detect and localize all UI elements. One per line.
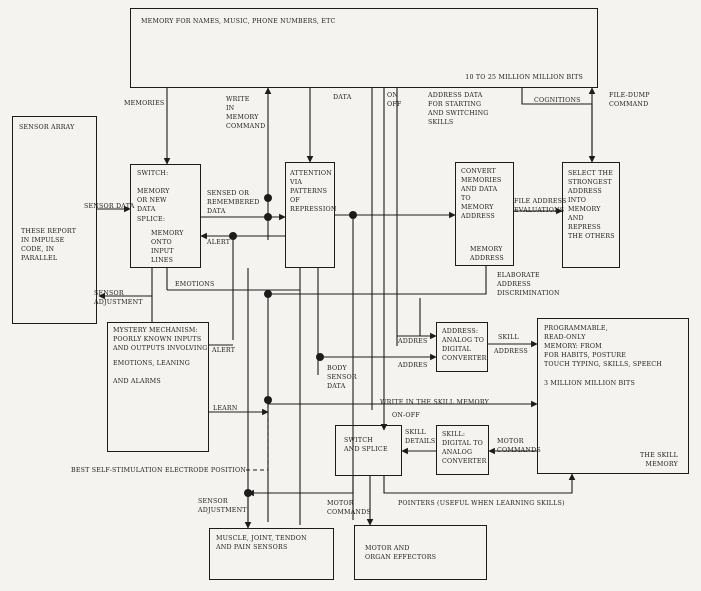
attention-block: ATTENTION VIA PATTERNS OF REPRESSION: [285, 162, 337, 268]
convert-top: CONVERT MEMORIES AND DATA TO MEMORY ADDR…: [461, 168, 502, 220]
label-addres-1: ADDRES: [398, 338, 428, 345]
switch-top: SWITCH: MEMORY OR NEW DATA: [137, 170, 170, 213]
label-sensor-adjustment-1: SENSOR ADJUSTMENT: [94, 290, 143, 306]
label-on-off-2: ON-OFF: [392, 412, 420, 419]
pointers-wire: [383, 473, 576, 494]
label-motor-commands-1: MOTOR COMMANDS: [497, 438, 541, 454]
memory-title: MEMORY FOR NAMES, MUSIC, PHONE NUMBERS, …: [141, 18, 336, 25]
label-skill-details: SKILL DETAILS: [405, 429, 436, 445]
label-on-off: ON OFF: [387, 92, 402, 108]
switch-splice: SPLICE:: [137, 216, 166, 223]
mystery-title: MYSTERY MECHANISM: POORLY KNOWN INPUTS A…: [113, 327, 208, 352]
skill-memory-block: PROGRAMMABLE, READ-ONLY MEMORY: FROM FOR…: [537, 318, 689, 474]
adc-text: ADDRESS: ANALOG TO DIGITAL CONVERTER: [442, 328, 487, 362]
label-addres-2: ADDRES: [398, 362, 428, 369]
label-file-dump: FILE-DUMP COMMAND: [609, 92, 650, 108]
label-electrode: BEST SELF-STIMULATION ELECTRODE POSITION: [71, 467, 247, 474]
convert-block: CONVERT MEMORIES AND DATA TO MEMORY ADDR…: [455, 162, 514, 266]
sensors-block: MUSCLE, JOINT, TENDON AND PAIN SENSORS: [209, 528, 334, 580]
attention-text: ATTENTION VIA PATTERNS OF REPRESSION: [290, 170, 337, 213]
switch-splice-text: SWITCH AND SPLICE: [344, 437, 388, 453]
dac-text: SKILL: DIGITAL TO ANALOG CONVERTER: [442, 431, 487, 465]
sensor-array-block: SENSOR ARRAY THESE REPORT IN IMPULSE COD…: [12, 116, 97, 324]
dac-block: SKILL: DIGITAL TO ANALOG CONVERTER: [436, 425, 489, 475]
memory-capacity: 10 to 25 MILLION MILLION BITS: [465, 74, 583, 81]
sensors-text: MUSCLE, JOINT, TENDON AND PAIN SENSORS: [216, 535, 307, 551]
switch-bottom: MEMORY ONTO INPUT LINES: [151, 230, 184, 264]
switch-splice-block: SWITCH AND SPLICE: [335, 425, 402, 476]
rom-capacity: 3 MILLION MILLION BITS: [544, 380, 635, 387]
adc-block: ADDRESS: ANALOG TO DIGITAL CONVERTER: [436, 322, 488, 372]
label-emotions: EMOTIONS: [175, 281, 215, 288]
label-motor-commands-2: MOTOR COMMANDS: [327, 500, 371, 516]
rom-label: THE SKILL MEMORY: [640, 452, 678, 468]
label-body-sensor-data: BODY SENSOR DATA: [327, 365, 357, 390]
select-block: SELECT THE STRONGEST ADDRESS INTO MEMORY…: [562, 162, 620, 268]
convert-bottom: MEMORY ADDRESS: [470, 246, 504, 262]
junction-dots: [229, 194, 357, 497]
label-data: DATA: [333, 94, 352, 101]
mystery-mechanism-block: MYSTERY MECHANISM: POORLY KNOWN INPUTS A…: [107, 322, 209, 452]
label-elaborate: ELABORATE ADDRESS DISCRIMINATION: [497, 272, 560, 297]
label-write-command: WRITE IN MEMORY COMMAND: [226, 96, 266, 130]
elaborate-wire: [268, 266, 487, 295]
switch-block: SWITCH: MEMORY OR NEW DATA SPLICE: MEMOR…: [130, 164, 201, 268]
label-cognitions: COGNITIONS: [534, 97, 581, 104]
label-memories: MEMORIES: [124, 100, 165, 107]
label-write-skill: WRITE IN THE SKILL MEMORY: [380, 399, 490, 406]
label-sensor-adjustment-2: SENSOR ADJUSTMENT: [198, 498, 247, 514]
label-file-address: FILE ADDRESS EVALUATIONS: [514, 198, 567, 214]
select-text: SELECT THE STRONGEST ADDRESS INTO MEMORY…: [568, 170, 615, 240]
rom-text: PROGRAMMABLE, READ-ONLY MEMORY: FROM FOR…: [544, 325, 662, 368]
effectors-block: MOTOR AND ORGAN EFFECTORS: [354, 525, 487, 580]
effectors-text: MOTOR AND ORGAN EFFECTORS: [365, 545, 437, 561]
sensor-array-body: THESE REPORT IN IMPULSE CODE, IN PARALLE…: [21, 228, 77, 262]
label-alert-1: ALERT: [207, 239, 231, 246]
mystery-body: EMOTIONS, LEANING AND ALARMS: [113, 360, 190, 385]
label-sensor-data: SENSOR DATA: [84, 203, 135, 210]
electrode-wire: [245, 404, 269, 471]
label-learn: LEARN: [213, 405, 238, 412]
memory-block: MEMORY FOR NAMES, MUSIC, PHONE NUMBERS, …: [130, 8, 598, 88]
label-pointers: POINTERS (USEFUL WHEN LEARNING SKILLS): [398, 500, 565, 507]
label-sensed-data: SENSED OR REMEMBERED DATA: [207, 190, 260, 215]
label-alert-2: ALERT: [212, 347, 236, 354]
label-address-data: ADDRESS DATA FOR STARTING AND SWITCHING …: [428, 92, 489, 126]
sensor-array-title: SENSOR ARRAY: [19, 124, 75, 131]
label-skill: SKILL: [498, 334, 519, 341]
label-address-2: ADDRESS: [494, 348, 528, 355]
